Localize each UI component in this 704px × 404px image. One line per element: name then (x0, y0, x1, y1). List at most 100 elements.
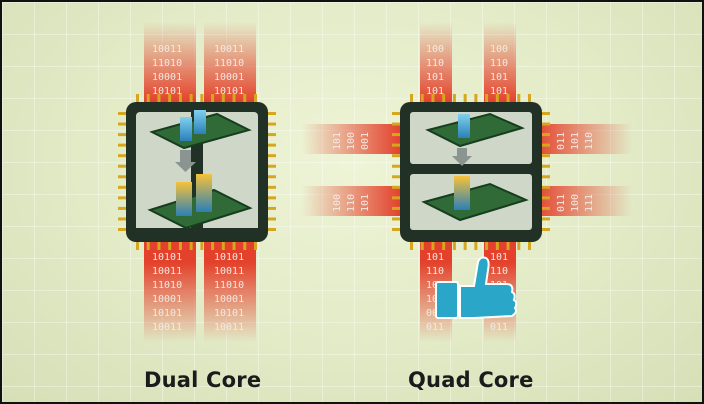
quad-left-4: 110 (346, 194, 357, 212)
arrow-down-icon-quad (452, 148, 472, 166)
quad-right-0: 011 (556, 132, 567, 150)
quad-chip-pin (542, 196, 550, 200)
quad-chip-pin (431, 94, 435, 102)
dual-chip-pin (118, 196, 126, 200)
quad-chip-pin (392, 185, 400, 189)
quad-chip-pin (392, 154, 400, 158)
quad-core-label: Quad Core (408, 368, 534, 392)
quad-top-b-0: 100 (490, 44, 508, 55)
dual-chip-pin (221, 94, 225, 102)
quad-bot-b-5: 011 (490, 322, 508, 333)
quad-top-a-1: 110 (426, 58, 444, 69)
dual-chip-pin (189, 242, 193, 250)
quad-chip-pin (542, 154, 550, 158)
dual-top-r-3: 10101 (214, 86, 244, 97)
quad-chip-pin (528, 94, 531, 102)
quad-chip-pin (463, 242, 467, 250)
dual-chip-pin (243, 94, 247, 102)
dual-chip-pin (254, 94, 257, 102)
quad-chip-pin (392, 164, 400, 168)
arrow-down-icon (175, 150, 196, 172)
quad-chip-pin (410, 94, 413, 102)
dual-bot-r-4: 10101 (214, 308, 244, 319)
quad-top-b-1: 110 (490, 58, 508, 69)
dual-chip-pin (232, 242, 236, 250)
dual-bot-l-3: 10001 (152, 294, 182, 305)
dual-bot-r-5: 10011 (214, 322, 244, 333)
quad-chip-pin (542, 143, 550, 147)
dual-bot-l-2: 11010 (152, 280, 182, 291)
quad-chip-pin (542, 185, 550, 189)
dual-chip-pin (118, 122, 126, 126)
quad-core-chip-icon (400, 102, 542, 242)
dual-core-chip-icon (126, 102, 268, 242)
quad-chip-pin (431, 242, 435, 250)
dual-bot-l-0: 10101 (152, 252, 182, 263)
dual-chip-pin (268, 143, 276, 147)
quad-chip-pin (485, 242, 489, 250)
dual-bot-l-1: 10011 (152, 266, 182, 277)
dual-chip-pin (146, 94, 150, 102)
dual-core-label: Dual Core (144, 368, 262, 392)
quad-chip-pin (392, 206, 400, 210)
quad-chip-pin (506, 242, 510, 250)
quad-chip-pin (528, 242, 531, 250)
dual-chip-pin (157, 94, 161, 102)
dual-chip-pin (118, 175, 126, 179)
dual-chip-pin (254, 242, 257, 250)
dual-chip-pin (178, 242, 182, 250)
dual-chip-pin (118, 112, 126, 115)
quad-right-2: 110 (584, 132, 595, 150)
dual-chip-pin (189, 94, 193, 102)
dual-chip-pin (118, 154, 126, 158)
quad-top-a-0: 100 (426, 44, 444, 55)
dual-chip-pin (268, 112, 276, 115)
dual-chip-pin (211, 242, 215, 250)
quad-left-5: 101 (360, 194, 371, 212)
dual-chip-pin (178, 94, 182, 102)
dual-chip-pin (118, 143, 126, 147)
dual-chip-pin (118, 164, 126, 168)
dual-top-r-0: 10011 (214, 44, 244, 55)
quad-chip-pin (420, 242, 424, 250)
quad-chip-pin (392, 133, 400, 137)
quad-chip-pin (392, 122, 400, 126)
quad-left-1: 100 (346, 132, 357, 150)
quad-chip-pin (452, 94, 456, 102)
quad-chip-pin (542, 217, 550, 221)
dual-bot-r-0: 10101 (214, 252, 244, 263)
quad-chip-pin (474, 242, 478, 250)
dual-top-l-2: 10001 (152, 72, 182, 83)
quad-right-4: 100 (570, 194, 581, 212)
quad-chip-pin (452, 242, 456, 250)
dual-chip-pin (211, 94, 215, 102)
quad-left-3: 100 (332, 194, 343, 212)
quad-chip-pin (542, 133, 550, 137)
dual-chip-pin (118, 185, 126, 189)
dual-bot-r-3: 10001 (214, 294, 244, 305)
quad-top-a-2: 101 (426, 72, 444, 83)
dual-chip-pin (200, 242, 204, 250)
dual-bot-r-1: 10011 (214, 266, 244, 277)
quad-right-3: 011 (556, 194, 567, 212)
dual-bot-l-5: 10011 (152, 322, 182, 333)
dual-chip-pin (268, 133, 276, 137)
dual-chip-pin (268, 228, 276, 231)
quad-chip-pin (542, 122, 550, 126)
dual-chip-pin (136, 242, 139, 250)
dual-chip-pin (118, 228, 126, 231)
quad-chip-pin (392, 112, 400, 115)
quad-chip-pin (392, 217, 400, 221)
dual-chip-pin (232, 94, 236, 102)
quad-chip-pin (442, 94, 446, 102)
quad-chip-pin (442, 242, 446, 250)
quad-chip-pin (392, 196, 400, 200)
dual-chip-pins (118, 94, 276, 250)
dual-chip-pin (268, 217, 276, 221)
quad-binary-rotated: 101 100 001 100 110 101 011 101 110 011 … (332, 132, 595, 212)
dual-chip-pin (168, 242, 172, 250)
dual-chip-pin (221, 242, 225, 250)
quad-chip-pin (542, 206, 550, 210)
quad-bot-a-5: 011 (426, 322, 444, 333)
